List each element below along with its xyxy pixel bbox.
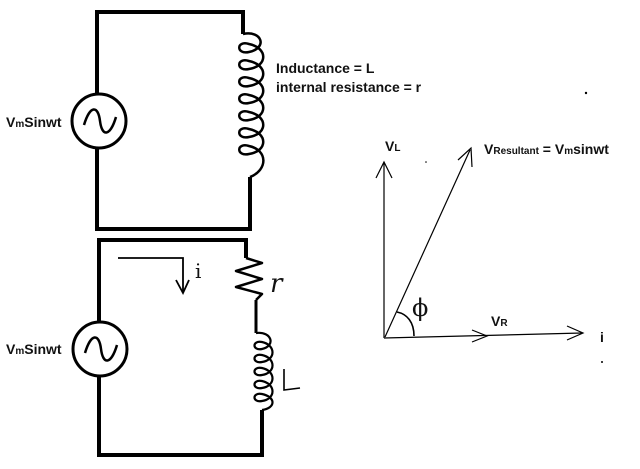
- vr-label: VR: [491, 313, 508, 329]
- inductance-text: Inductance = L: [276, 60, 375, 76]
- top-circuit: VmSinwt Inductance = L internal resistan…: [6, 10, 422, 231]
- internal-resistance-text: internal resistance = r: [276, 79, 422, 95]
- inductor-coil-bottom: [253, 331, 274, 412]
- resultant-arrowhead: [457, 146, 473, 168]
- inductor-label: L: [290, 385, 291, 387]
- phase-angle-label: ϕ: [412, 294, 428, 322]
- i-arrowhead: [566, 325, 585, 341]
- resultant-label: VResultant = Vmsinwt: [484, 141, 609, 157]
- inductor-coil-top: [238, 32, 265, 179]
- bottom-circuit: i r L VmSinwt: [6, 238, 301, 457]
- current-label: i: [195, 259, 201, 283]
- ac-source-bottom: [71, 320, 129, 378]
- stray-dot: [584, 91, 588, 95]
- source-label-top: VmSinwt: [6, 114, 62, 130]
- vr-arrowhead: [471, 329, 489, 343]
- i-axis-label: i: [600, 329, 604, 345]
- vl-arrowhead: [375, 160, 393, 179]
- ac-source-top: [70, 92, 128, 150]
- i-axis: [383, 332, 583, 339]
- tick-dot: [601, 361, 603, 363]
- top-circuit-wire-bottom: [95, 148, 252, 231]
- resultant-phasor: [384, 149, 471, 338]
- stray-mark: [425, 161, 427, 163]
- resistor-label: r: [270, 269, 284, 299]
- sine-wave-icon: [82, 108, 118, 134]
- phase-angle-arc: [396, 311, 415, 337]
- top-circuit-wire: [95, 10, 245, 95]
- source-label-bottom: VmSinwt: [6, 341, 62, 357]
- phasor-diagram: VL VR i VResultant = Vmsinwt ϕ: [375, 138, 609, 363]
- inductor-label-glyph: [283, 369, 301, 391]
- bottom-circuit-wire-bottom: [97, 376, 264, 457]
- vl-label: VL: [385, 138, 400, 154]
- resistor-zigzag: [234, 256, 264, 301]
- current-arrow: [118, 257, 190, 296]
- bottom-circuit-wire-top: [97, 238, 248, 323]
- sine-wave-icon: [83, 336, 119, 362]
